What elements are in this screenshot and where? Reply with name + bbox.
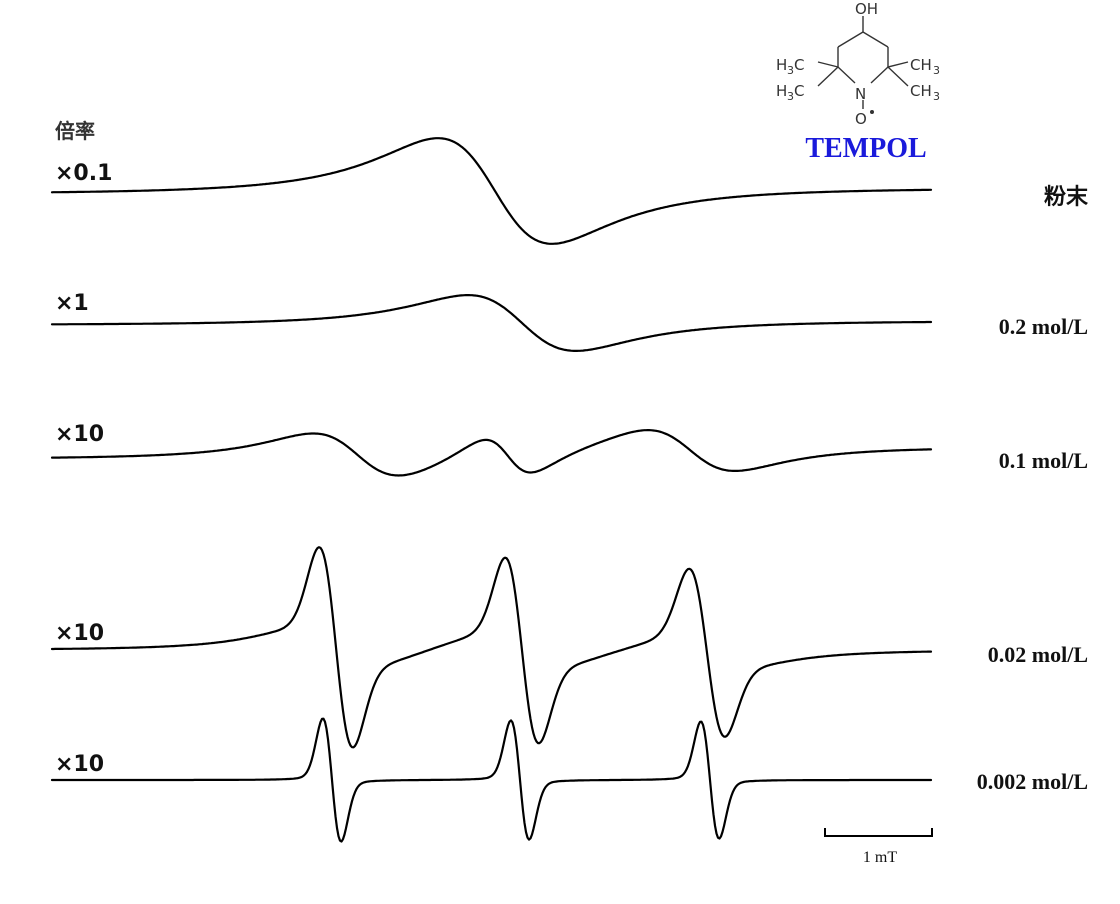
svg-text:C: C <box>794 56 804 74</box>
spectrum-trace-powder <box>50 137 933 245</box>
multiplier-label-4: ×10 <box>55 752 104 777</box>
multiplier-header: 倍率 <box>55 119 95 143</box>
sample-label-4: 0.002 mol/L <box>977 769 1088 794</box>
spectrum-trace-0.002-mol-L <box>50 717 933 843</box>
multiplier-label-3: ×10 <box>55 621 104 646</box>
svg-text:3: 3 <box>787 90 794 103</box>
svg-text:3: 3 <box>787 64 794 77</box>
sample-label-0: 粉末 <box>1044 185 1089 210</box>
multiplier-label-2: ×10 <box>55 422 104 447</box>
atom-oh: OH <box>855 0 878 18</box>
scale-bar <box>824 828 933 837</box>
spectrum-trace-0.2-mol-L <box>50 294 933 352</box>
compound-name: TEMPOL <box>805 133 926 164</box>
svg-text:CH: CH <box>910 56 932 74</box>
scale-bar-label: 1 mT <box>863 849 897 866</box>
spectrum-trace-0.02-mol-L <box>50 546 933 749</box>
svg-text:C: C <box>794 82 804 100</box>
svg-text:3: 3 <box>933 90 940 103</box>
sample-label-2: 0.1 mol/L <box>999 448 1088 473</box>
atom-o: O <box>855 110 867 128</box>
svg-text:CH: CH <box>910 82 932 100</box>
sample-label-1: 0.2 mol/L <box>999 314 1088 339</box>
svg-text:3: 3 <box>933 64 940 77</box>
spectrum-trace-0.1-mol-L <box>50 429 933 477</box>
svg-text:H: H <box>776 56 787 74</box>
multiplier-label-1: ×1 <box>55 291 89 316</box>
radical-dot <box>870 110 874 114</box>
sample-label-3: 0.02 mol/L <box>988 642 1088 667</box>
multiplier-label-0: ×0.1 <box>55 161 112 186</box>
atom-n: N <box>855 85 866 103</box>
svg-text:H: H <box>776 82 787 100</box>
